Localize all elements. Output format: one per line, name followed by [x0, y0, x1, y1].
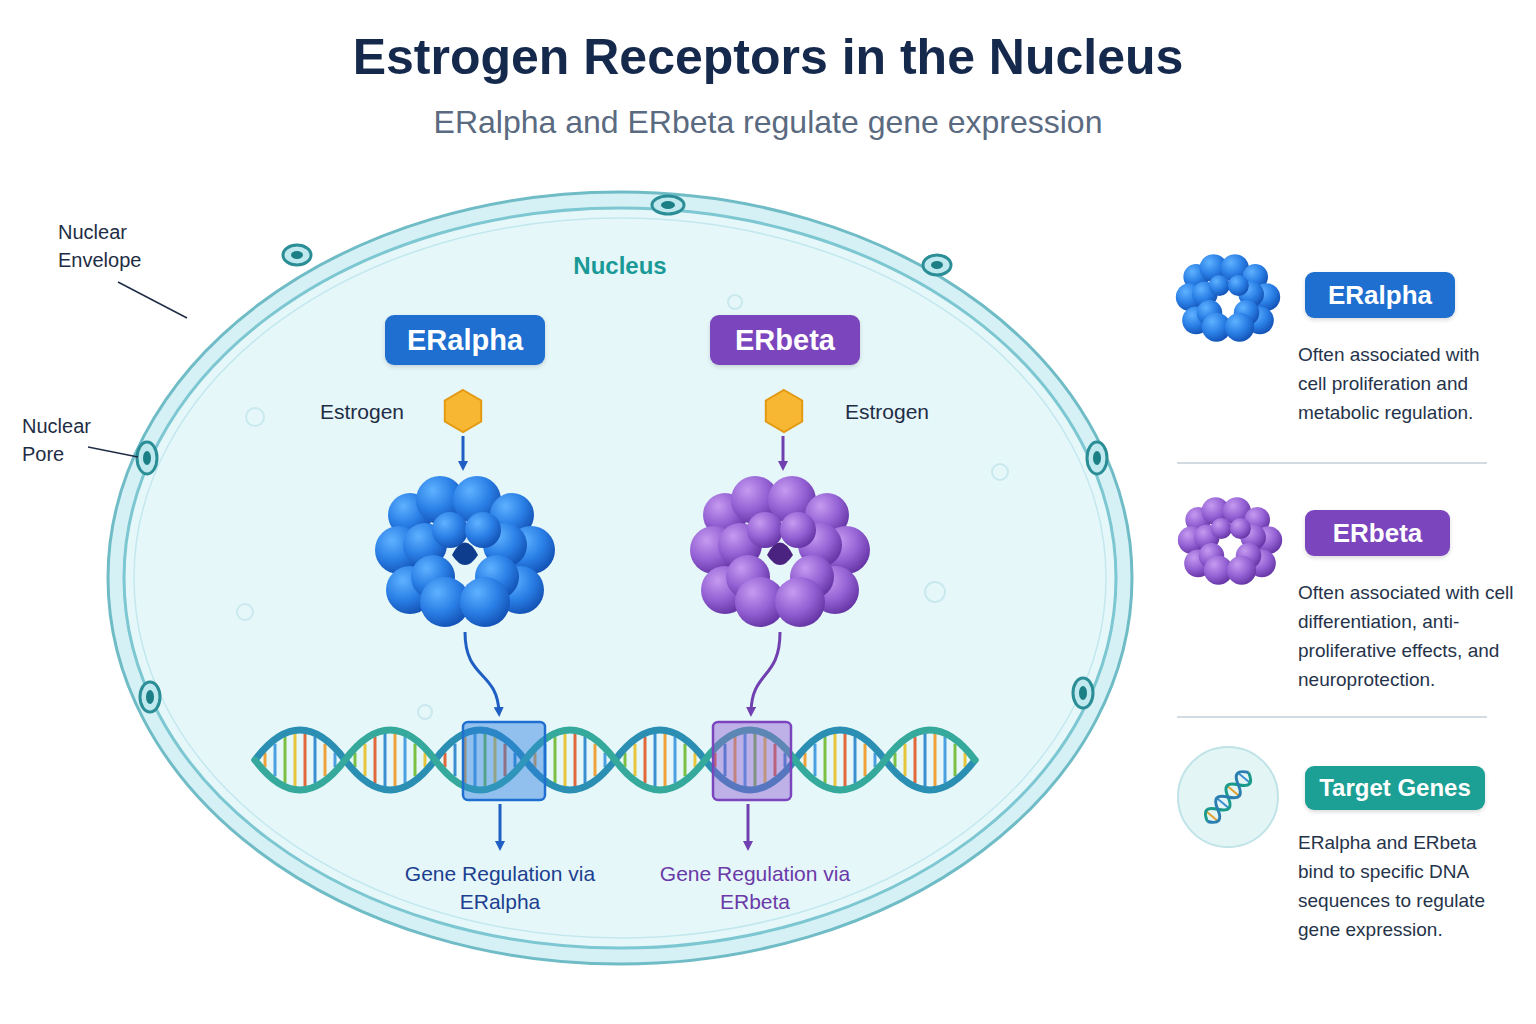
description-text: Often associated with cell proliferation…	[1298, 340, 1503, 427]
tag-label: ERalpha	[407, 324, 523, 357]
nucleus-oval: NucleusERalpha ERbetaEstrogen Estrogen	[95, 182, 1145, 974]
hexagon-holder	[441, 388, 485, 434]
estrogen-hexagon: Estrogen	[760, 388, 940, 434]
tag-label: Target Genes	[1319, 774, 1471, 802]
subtitle: ERalpha and ERbeta regulate gene express…	[0, 104, 1536, 141]
receptor-tag: ERalpha	[1305, 272, 1455, 318]
title: Estrogen Receptors in the Nucleus	[0, 28, 1536, 86]
receptor-tag: ERbeta	[710, 315, 860, 365]
receptor-tag: ERbeta	[1305, 510, 1450, 556]
regulation-label: Gene Regulation via ERbeta	[655, 860, 855, 916]
estrogen-label: Estrogen	[845, 400, 929, 424]
estrogen-hexagon: Estrogen	[320, 388, 485, 434]
description-text: ERalpha and ERbeta bind to specific DNA …	[1298, 828, 1510, 944]
envelope-label: Nuclear Envelope	[58, 218, 178, 274]
tag-label: ERbeta	[735, 324, 835, 357]
receptor-tag: Target Genes	[1305, 766, 1485, 810]
receptor-tag: ERalpha	[385, 315, 545, 365]
nucleus-outline	[95, 182, 1145, 974]
nucleus-label: Nucleus	[95, 252, 1145, 280]
regulation-label: Gene Regulation via ERalpha	[400, 860, 600, 916]
description-text: Often associated with cell differentiati…	[1298, 578, 1516, 694]
tag-label: ERalpha	[1328, 280, 1432, 311]
tag-label: ERbeta	[1333, 518, 1423, 549]
hexagon-shape	[762, 388, 806, 434]
hexagon-shape	[441, 388, 485, 434]
pore-label: Nuclear Pore	[22, 412, 112, 468]
estrogen-label: Estrogen	[320, 400, 404, 424]
hexagon-holder	[762, 388, 806, 434]
